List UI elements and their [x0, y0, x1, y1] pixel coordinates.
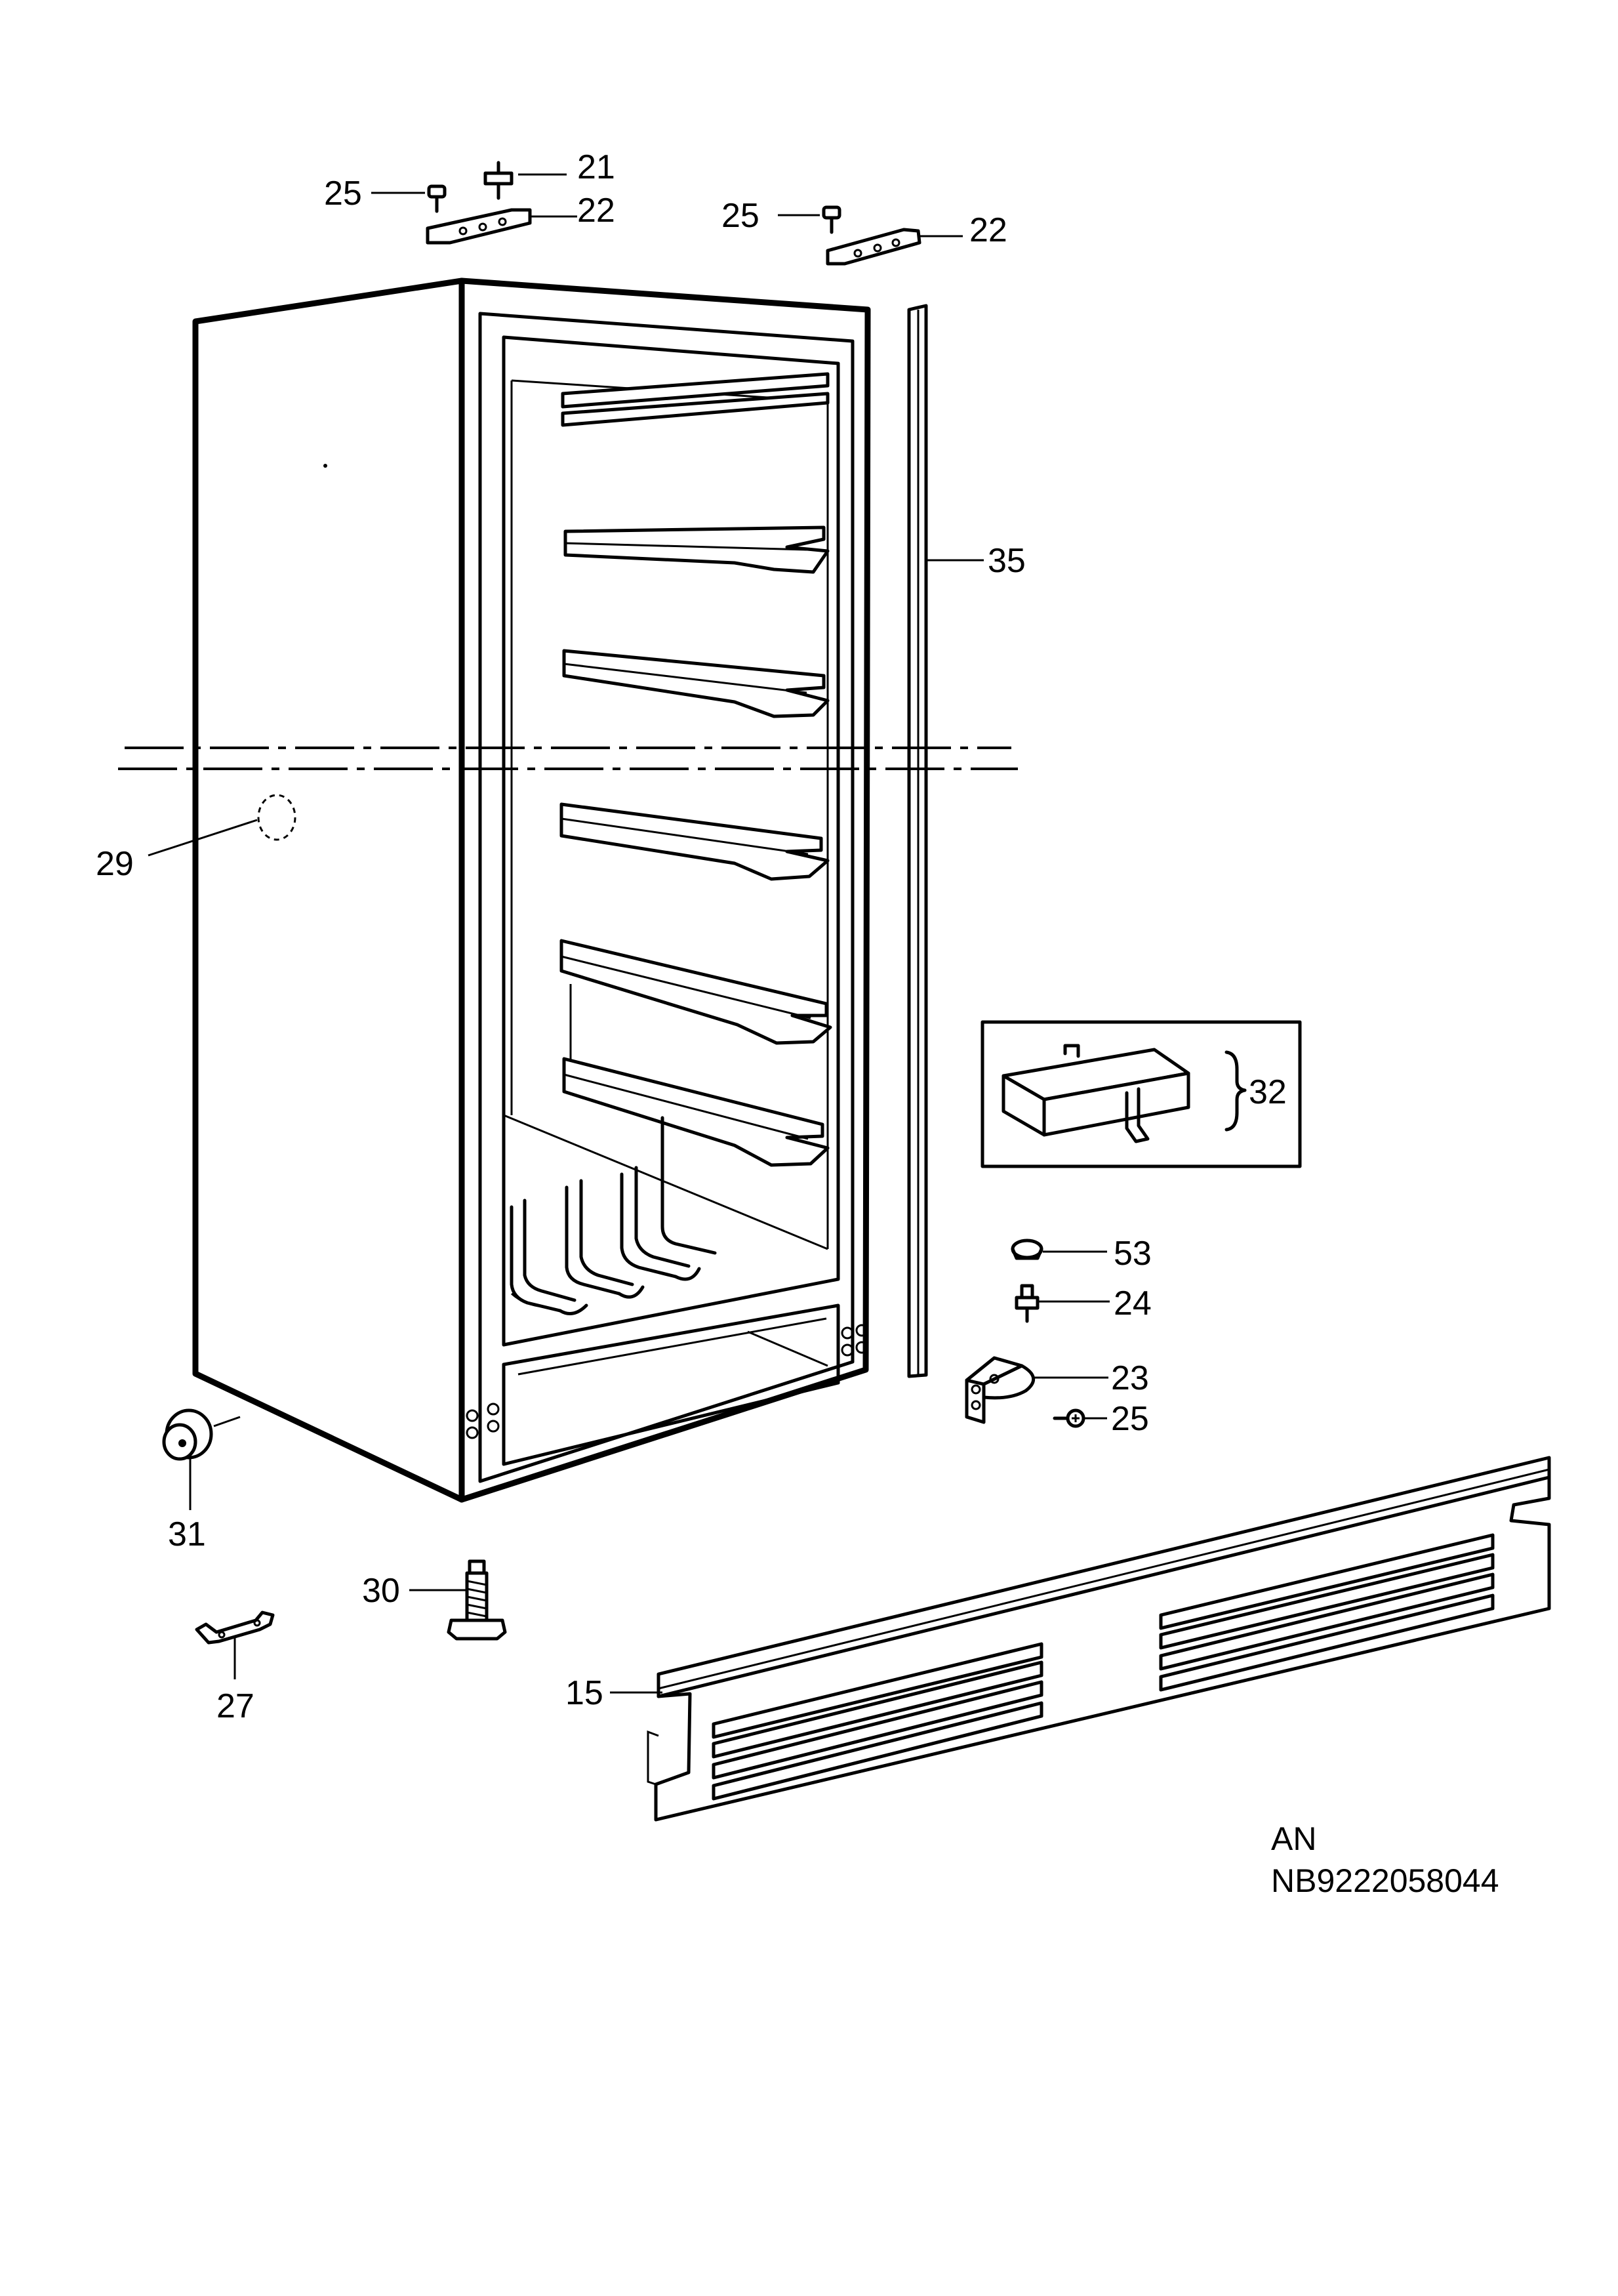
top-hinge-left: [371, 161, 577, 245]
callout-29: 29: [96, 845, 134, 883]
callout-22-left: 22: [577, 192, 615, 230]
callout-30: 30: [362, 1572, 400, 1610]
pin-24: [1015, 1284, 1110, 1323]
shelf-rails: [510, 372, 832, 1315]
door-gasket: [907, 304, 984, 1378]
wrench-27: [195, 1610, 275, 1679]
plug-29: [148, 794, 296, 857]
callout-25-right: 25: [721, 197, 759, 235]
callout-24: 24: [1114, 1284, 1152, 1322]
callout-23: 23: [1111, 1359, 1149, 1397]
drawing-number: NB9222058044: [1271, 1862, 1499, 1899]
callout-27: 27: [216, 1687, 254, 1725]
callout-22-right: 22: [969, 211, 1007, 249]
foot-31: [162, 1408, 241, 1510]
break-lines: [118, 747, 1018, 770]
top-hinge-right: [778, 205, 963, 266]
callout-35: 35: [988, 542, 1026, 580]
levelling-foot-30: [409, 1559, 507, 1641]
callout-15: 15: [565, 1674, 603, 1712]
callout-25-left: 25: [324, 174, 362, 213]
callout-21: 21: [577, 148, 615, 186]
cabinet: [192, 277, 871, 1503]
cap-53: [1011, 1239, 1107, 1260]
callout-32: 32: [1249, 1073, 1287, 1111]
bottom-hinge: [965, 1356, 1108, 1428]
kick-plate-15: [610, 1456, 1551, 1822]
callout-25-bottom: 25: [1111, 1400, 1149, 1438]
callout-53: 53: [1114, 1235, 1152, 1273]
variant-code: AN: [1271, 1820, 1316, 1857]
callout-31: 31: [168, 1515, 206, 1553]
kit-box: [981, 1020, 1302, 1168]
